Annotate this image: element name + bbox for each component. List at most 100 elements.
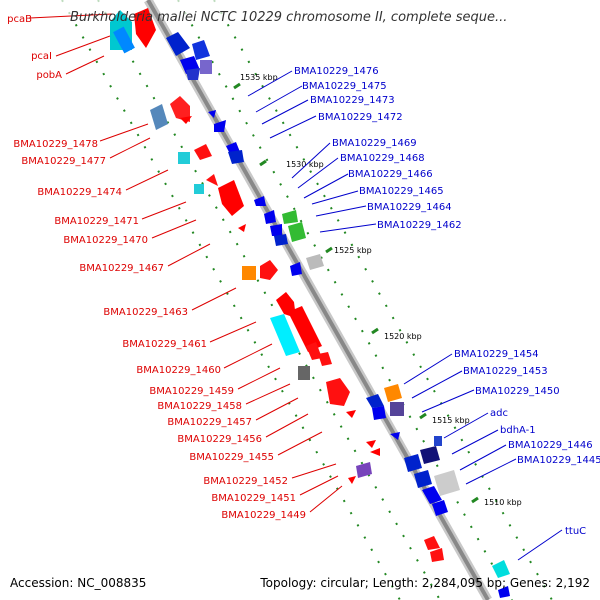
- gene-feature[interactable]: [134, 8, 156, 48]
- gene-feature[interactable]: [180, 116, 192, 124]
- gene-label-forward[interactable]: BMA10229_1465: [359, 186, 444, 197]
- gene-feature[interactable]: [166, 32, 190, 56]
- gene-feature[interactable]: [288, 306, 322, 352]
- gene-feature[interactable]: [414, 470, 432, 488]
- gene-feature[interactable]: [422, 486, 442, 504]
- gene-feature[interactable]: [404, 454, 422, 472]
- gene-feature[interactable]: [200, 60, 212, 74]
- gene-feature[interactable]: [326, 378, 350, 406]
- gene-label-reverse[interactable]: BMA10229_1470: [63, 235, 148, 246]
- gene-feature[interactable]: [208, 110, 216, 118]
- gene-feature[interactable]: [370, 448, 380, 456]
- gene-label-forward[interactable]: BMA10229_1468: [340, 153, 425, 164]
- gene-label-forward[interactable]: adc: [490, 408, 508, 419]
- gene-feature[interactable]: [366, 394, 384, 408]
- gene-feature[interactable]: [270, 224, 282, 236]
- gene-label-forward[interactable]: BMA10229_1473: [310, 95, 395, 106]
- gene-feature[interactable]: [170, 96, 190, 122]
- gene-feature[interactable]: [346, 410, 356, 418]
- reverse-leader-lines: [29, 13, 343, 513]
- reverse-labels: pcaB pcaI pobA BMA10229_1478 BMA10229_14…: [7, 14, 306, 521]
- gene-feature[interactable]: [192, 40, 210, 60]
- gene-feature[interactable]: [390, 432, 400, 440]
- gene-label-forward[interactable]: BMA10229_1475: [302, 81, 387, 92]
- gene-feature[interactable]: [194, 144, 212, 160]
- gene-label-forward[interactable]: BMA10229_1462: [377, 220, 462, 231]
- gene-label-forward[interactable]: BMA10229_1469: [332, 138, 417, 149]
- gene-label-forward[interactable]: ttuC: [565, 526, 586, 537]
- gene-feature[interactable]: [288, 222, 306, 242]
- gene-feature[interactable]: [384, 384, 402, 402]
- gene-feature[interactable]: [290, 262, 302, 276]
- gene-feature[interactable]: [434, 470, 460, 496]
- gene-label-reverse[interactable]: pcaB: [7, 14, 32, 25]
- gene-label-forward[interactable]: BMA10229_1446: [508, 440, 593, 451]
- gene-feature[interactable]: [424, 536, 440, 550]
- gene-label-reverse[interactable]: BMA10229_1463: [103, 307, 188, 318]
- gene-label-forward[interactable]: BMA10229_1464: [367, 202, 452, 213]
- gene-feature[interactable]: [274, 234, 288, 246]
- gene-feature[interactable]: [206, 174, 218, 186]
- gene-feature[interactable]: [238, 224, 246, 232]
- gene-feature[interactable]: [282, 210, 298, 224]
- gene-label-forward[interactable]: BMA10229_1454: [454, 349, 539, 360]
- gene-feature[interactable]: [390, 402, 404, 416]
- gene-feature[interactable]: [113, 26, 135, 54]
- gene-feature[interactable]: [254, 196, 266, 206]
- gene-feature[interactable]: [306, 342, 322, 360]
- gene-label-reverse[interactable]: BMA10229_1459: [149, 386, 234, 397]
- gene-feature[interactable]: [150, 104, 168, 130]
- gene-feature[interactable]: [366, 440, 376, 448]
- accession-text: Accession: NC_008835: [10, 576, 146, 590]
- gene-feature[interactable]: [434, 436, 442, 446]
- gene-label-forward[interactable]: BMA10229_1476: [294, 66, 379, 77]
- gene-label-reverse[interactable]: pobA: [36, 70, 62, 81]
- tick-label: 1515 kbp: [432, 416, 470, 425]
- gene-label-reverse[interactable]: BMA10229_1478: [13, 139, 98, 150]
- gene-feature[interactable]: [492, 560, 510, 578]
- gene-feature[interactable]: [228, 150, 244, 164]
- gene-label-reverse[interactable]: BMA10229_1477: [21, 156, 106, 167]
- gene-label-forward[interactable]: BMA10229_1445: [517, 455, 600, 466]
- gene-label-forward[interactable]: BMA10229_1472: [318, 112, 403, 123]
- gene-feature[interactable]: [260, 260, 278, 280]
- gene-feature[interactable]: [270, 314, 300, 356]
- gene-label-reverse[interactable]: BMA10229_1460: [136, 365, 221, 376]
- gene-feature[interactable]: [214, 120, 226, 132]
- gene-feature[interactable]: [306, 254, 324, 270]
- gene-feature[interactable]: [194, 184, 204, 194]
- gene-feature[interactable]: [348, 476, 356, 484]
- gene-feature[interactable]: [298, 366, 310, 380]
- gene-feature[interactable]: [264, 210, 276, 224]
- gene-label-reverse[interactable]: BMA10229_1471: [54, 216, 139, 227]
- tick-label: 1510 kbp: [484, 498, 522, 507]
- gene-label-forward[interactable]: BMA10229_1453: [463, 366, 548, 377]
- tick-label: 1535 kbp: [240, 73, 278, 82]
- gene-label-forward[interactable]: BMA10229_1466: [348, 169, 433, 180]
- gene-feature[interactable]: [432, 500, 448, 516]
- gene-feature[interactable]: [498, 586, 510, 598]
- forward-leader-lines: [247, 70, 563, 561]
- gene-feature[interactable]: [318, 352, 332, 366]
- gene-label-reverse[interactable]: BMA10229_1456: [177, 434, 262, 445]
- gene-label-reverse[interactable]: BMA10229_1474: [37, 187, 122, 198]
- gene-label-reverse[interactable]: BMA10229_1467: [79, 263, 164, 274]
- gene-label-forward[interactable]: BMA10229_1450: [475, 386, 560, 397]
- gene-label-reverse[interactable]: BMA10229_1458: [157, 401, 242, 412]
- gene-label-reverse[interactable]: BMA10229_1455: [189, 452, 274, 463]
- gene-feature[interactable]: [178, 152, 190, 164]
- gene-label-reverse[interactable]: BMA10229_1452: [203, 476, 288, 487]
- gene-feature[interactable]: [242, 266, 256, 280]
- gene-feature[interactable]: [420, 446, 440, 464]
- gene-feature[interactable]: [430, 548, 444, 562]
- gene-feature[interactable]: [372, 406, 386, 420]
- gene-feature[interactable]: [218, 180, 244, 216]
- gene-label-forward[interactable]: bdhA-1: [500, 425, 536, 436]
- gene-label-reverse[interactable]: BMA10229_1457: [167, 417, 252, 428]
- gene-label-reverse[interactable]: pcaI: [31, 51, 52, 62]
- gene-label-reverse[interactable]: BMA10229_1449: [221, 510, 306, 521]
- gene-feature[interactable]: [356, 462, 372, 478]
- gene-label-reverse[interactable]: BMA10229_1451: [211, 493, 296, 504]
- gene-label-reverse[interactable]: BMA10229_1461: [122, 339, 207, 350]
- gene-feature[interactable]: [186, 68, 200, 80]
